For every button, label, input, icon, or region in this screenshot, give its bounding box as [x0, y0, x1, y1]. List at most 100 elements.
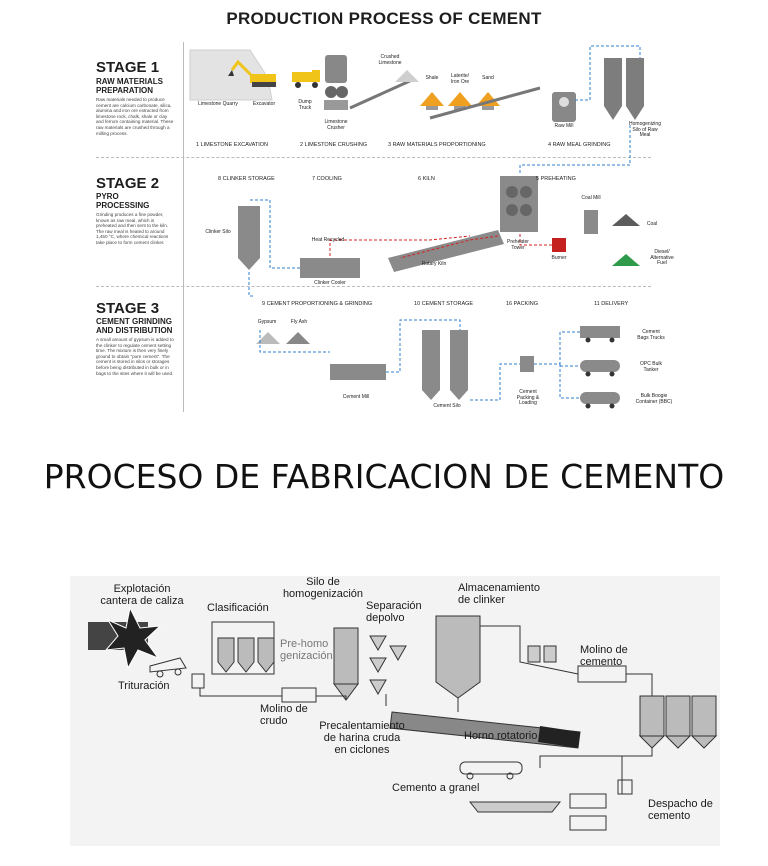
label-crushed-limestone: Crushed Limestone — [378, 54, 402, 66]
label-molino-cemento: Molino de cemento — [580, 644, 628, 668]
label-coal: Coal — [646, 221, 658, 227]
conveyor-belt-1 — [349, 70, 419, 110]
preheater-tower-icon — [500, 176, 538, 232]
clinker-silo-icon — [238, 206, 260, 270]
cement-process-diagram — [189, 45, 644, 409]
excavator-icon — [228, 59, 276, 87]
homogenization-silo-icon — [333, 627, 359, 701]
step-cement-storage: 10 CEMENT STORAGE — [414, 301, 474, 307]
dispatch-truck-icon — [569, 779, 633, 831]
homogenizing-silo-icon — [604, 58, 644, 120]
label-gypsum: Gypsum — [257, 319, 277, 325]
clinker-storage-icon — [435, 615, 481, 699]
clinker-flow-line — [249, 199, 300, 269]
diagram-background — [70, 576, 720, 846]
stage-divider-line — [183, 42, 184, 412]
label-limestone-quarry: Limestone Quarry — [198, 101, 238, 107]
process-flow-lines — [199, 625, 653, 794]
label-sand: Sand — [482, 75, 494, 81]
label-horno-rotatorio: Horno rotatorio — [464, 730, 538, 742]
stage-1-heading: STAGE 1 — [96, 59, 160, 76]
coal-pile-icon — [612, 214, 640, 226]
label-raw-mill: Raw Mill — [554, 123, 574, 129]
label-explotacion: Explotación cantera de caliza — [100, 583, 184, 607]
cyclone-preheater-icon — [369, 635, 407, 696]
quarry-blast-icon — [88, 606, 162, 670]
stage-separator-2 — [96, 286, 651, 287]
step-limestone-crushing: 2 LIMESTONE CRUSHING — [300, 142, 368, 148]
delivery-flow-line — [534, 331, 580, 399]
label-trituracion: Trituración — [118, 680, 170, 692]
step-packing: 16 PACKING — [506, 301, 538, 307]
label-clinker-cooler: Clinker Cooler — [314, 280, 346, 286]
step-cooling: 7 COOLING — [312, 176, 342, 182]
opc-tanker-icon — [580, 360, 620, 377]
bulk-truck-icon — [459, 761, 523, 780]
stage-separator-1 — [96, 157, 651, 158]
stage-3-heading: STAGE 3 — [96, 300, 160, 317]
step-raw-materials-proportioning: 3 RAW MATERIALS PROPORTIONING — [388, 142, 486, 148]
label-despacho-cemento: Despacho de cemento — [648, 798, 713, 822]
label-limestone-crusher: Limestone Crusher — [324, 119, 348, 131]
stage-3-description: A small amount of gypsum is added to the… — [96, 337, 174, 376]
label-pre-homogenizacion: Pre-homo genización — [280, 638, 333, 662]
fly-ash-pile-icon — [286, 332, 310, 344]
stage-1-subtitle: RAW MATERIALS PREPARATION — [96, 77, 163, 95]
label-diesel-fuel: Diesel/ Alternative Fuel — [650, 249, 674, 266]
label-opc-tanker: OPC Bulk Tanker — [640, 361, 662, 373]
step-clinker-storage: 8 CLINKER STORAGE — [218, 176, 275, 182]
burner-icon — [552, 238, 566, 252]
ship-icon — [468, 801, 562, 813]
flow-line-raw-meal — [575, 45, 641, 101]
shale-pile-icon — [420, 92, 444, 110]
step-delivery: 11 DELIVERY — [594, 301, 629, 307]
step-limestone-excavation: 1 LIMESTONE EXCAVATION — [196, 142, 269, 148]
cement-packing-icon — [520, 356, 534, 372]
step-preheating: 5 PREHEATING — [536, 176, 576, 182]
label-preheater-tower: Preheater Tower — [507, 239, 529, 251]
cement-mill-icon — [330, 364, 386, 380]
label-bags-trucks: Cement Bags Trucks — [637, 329, 665, 341]
label-molino-crudo: Molino de crudo — [260, 703, 308, 727]
stage-3-subtitle: CEMENT GRINDING AND DISTRIBUTION — [96, 317, 173, 335]
bags-truck-icon — [580, 326, 620, 343]
stage-2-heading: STAGE 2 — [96, 175, 160, 192]
flow-line-to-preheater — [519, 125, 631, 174]
clinker-cooler-icon — [300, 258, 360, 278]
limestone-crusher-icon — [324, 55, 348, 110]
label-separacion-polvo: Separación depolvo — [366, 600, 422, 624]
crusher-icon — [191, 673, 205, 689]
raw-mill-icon — [281, 687, 317, 703]
step-kiln: 6 KILN — [418, 176, 435, 182]
truck-icon — [149, 657, 187, 678]
rotary-kiln-icon — [388, 230, 504, 272]
gypsum-flow-line — [259, 330, 330, 353]
cement-to-silo-flow-line — [386, 319, 461, 373]
top-title: PRODUCTION PROCESS OF CEMENT — [226, 9, 542, 28]
label-cemento-granel: Cemento a granel — [392, 782, 480, 794]
burner-flow-line — [519, 232, 552, 246]
label-laterite: Laterite/ Iron Ore — [450, 73, 470, 85]
label-rotary-kiln: Rotary Kiln — [421, 261, 447, 267]
conveyor-belt-2 — [429, 86, 541, 120]
label-cement-mill: Cement Mill — [342, 394, 370, 400]
label-dump-truck: Dump Truck — [298, 99, 312, 111]
stage-2-subtitle: PYRO PROCESSING — [96, 192, 150, 210]
dump-truck-icon — [292, 70, 320, 88]
label-almacenamiento-clinker: Almacenamiento de clinker — [458, 582, 540, 606]
hot-gas-flow-line — [399, 235, 499, 259]
stage-2-description: Grinding produces a fine powder, known a… — [96, 212, 169, 245]
label-clasificacion: Clasificación — [207, 602, 269, 614]
step-raw-meal-grinding: 4 RAW MEAL GRINDING — [548, 142, 611, 148]
label-cement-silo: Cement Silo — [433, 403, 461, 409]
rotary-kiln-icon — [389, 711, 581, 749]
label-clinker-silo: Clinker Silo — [205, 229, 231, 235]
label-fly-ash: Fly Ash — [290, 319, 308, 325]
spanish-title: PROCESO DE FABRICACION DE CEMENTO — [43, 457, 725, 496]
spanish-cement-process-diagram — [70, 576, 720, 846]
label-silo-homogenizacion: Silo de homogenización — [282, 576, 364, 600]
label-bulk-container: Bulk Boogie Container (BBC) — [635, 393, 673, 405]
laterite-pile-icon — [448, 92, 472, 110]
stage-1-description: Raw materials needed to produce cement a… — [96, 97, 174, 136]
label-precalentamiento: Precalentamiento de harina cruda en cicl… — [319, 720, 405, 756]
